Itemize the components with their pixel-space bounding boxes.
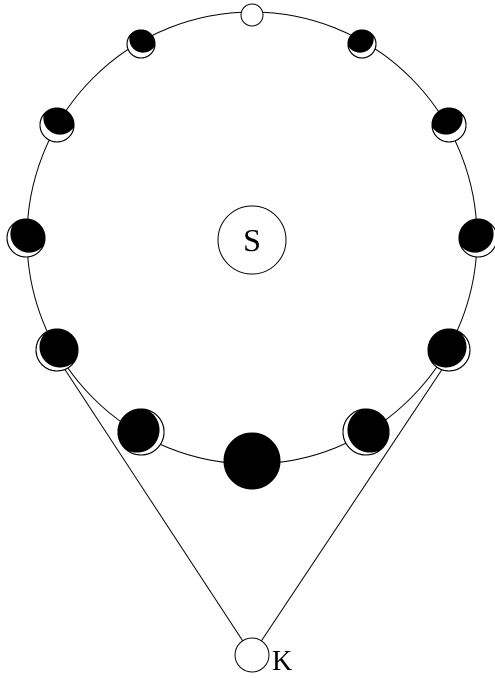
planet-phase-6 (7, 215, 48, 257)
planet-shadow (346, 25, 373, 52)
sight-line-left (60, 362, 252, 655)
planet-phase-5 (429, 101, 466, 142)
planet-shadow (10, 215, 47, 252)
planet-shadow (224, 433, 280, 489)
planet-disc (241, 4, 263, 26)
observer-label: K (272, 646, 292, 677)
planet-shadow (347, 407, 392, 452)
planet-phase-8 (36, 326, 81, 371)
planet-phase-4 (40, 101, 77, 142)
planet-phase-9 (425, 326, 470, 371)
planet-phase-3 (346, 25, 376, 58)
planet-phase-2 (127, 25, 157, 58)
observer-circle (235, 638, 269, 672)
planet-phase-12 (224, 433, 280, 489)
sight-line-right (252, 362, 447, 655)
sun-label: S (243, 222, 261, 258)
planet-shadow (456, 215, 493, 252)
planet-phase-10 (114, 407, 164, 455)
planet-phase-11 (343, 407, 393, 455)
planet-shadow (129, 25, 156, 52)
planet-shadow (114, 407, 159, 452)
planet-phase-7 (456, 215, 495, 257)
planet-phase-1 (241, 4, 263, 26)
planet-shadow (43, 101, 76, 134)
